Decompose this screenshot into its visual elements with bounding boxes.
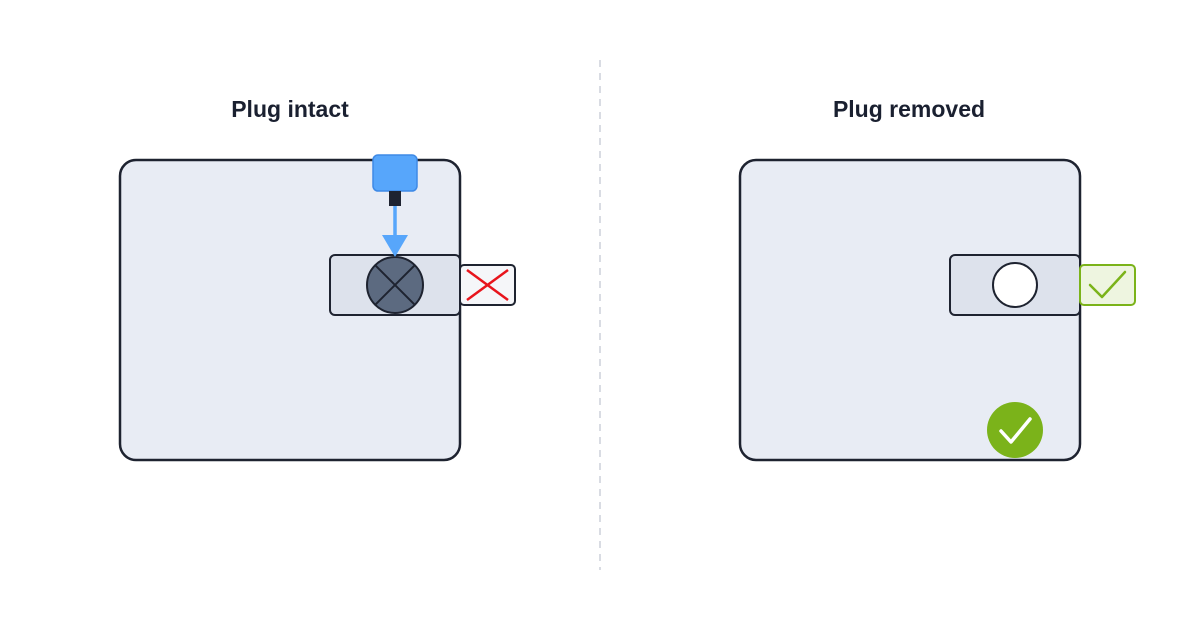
check-circle-icon	[987, 402, 1043, 458]
open-circle-icon	[992, 262, 1038, 308]
panel-plug-intact	[118, 154, 516, 462]
panel-title-plug-intact: Plug intact	[231, 96, 349, 122]
blocked-x-circle-icon	[366, 256, 424, 314]
x-mark-icon	[459, 264, 516, 306]
arrow-down-icon	[382, 206, 408, 257]
panel-plug-removed	[738, 158, 1136, 462]
plug-icon	[372, 154, 418, 206]
checkmark-icon	[1079, 264, 1136, 306]
panel-title-plug-removed: Plug removed	[832, 96, 986, 122]
